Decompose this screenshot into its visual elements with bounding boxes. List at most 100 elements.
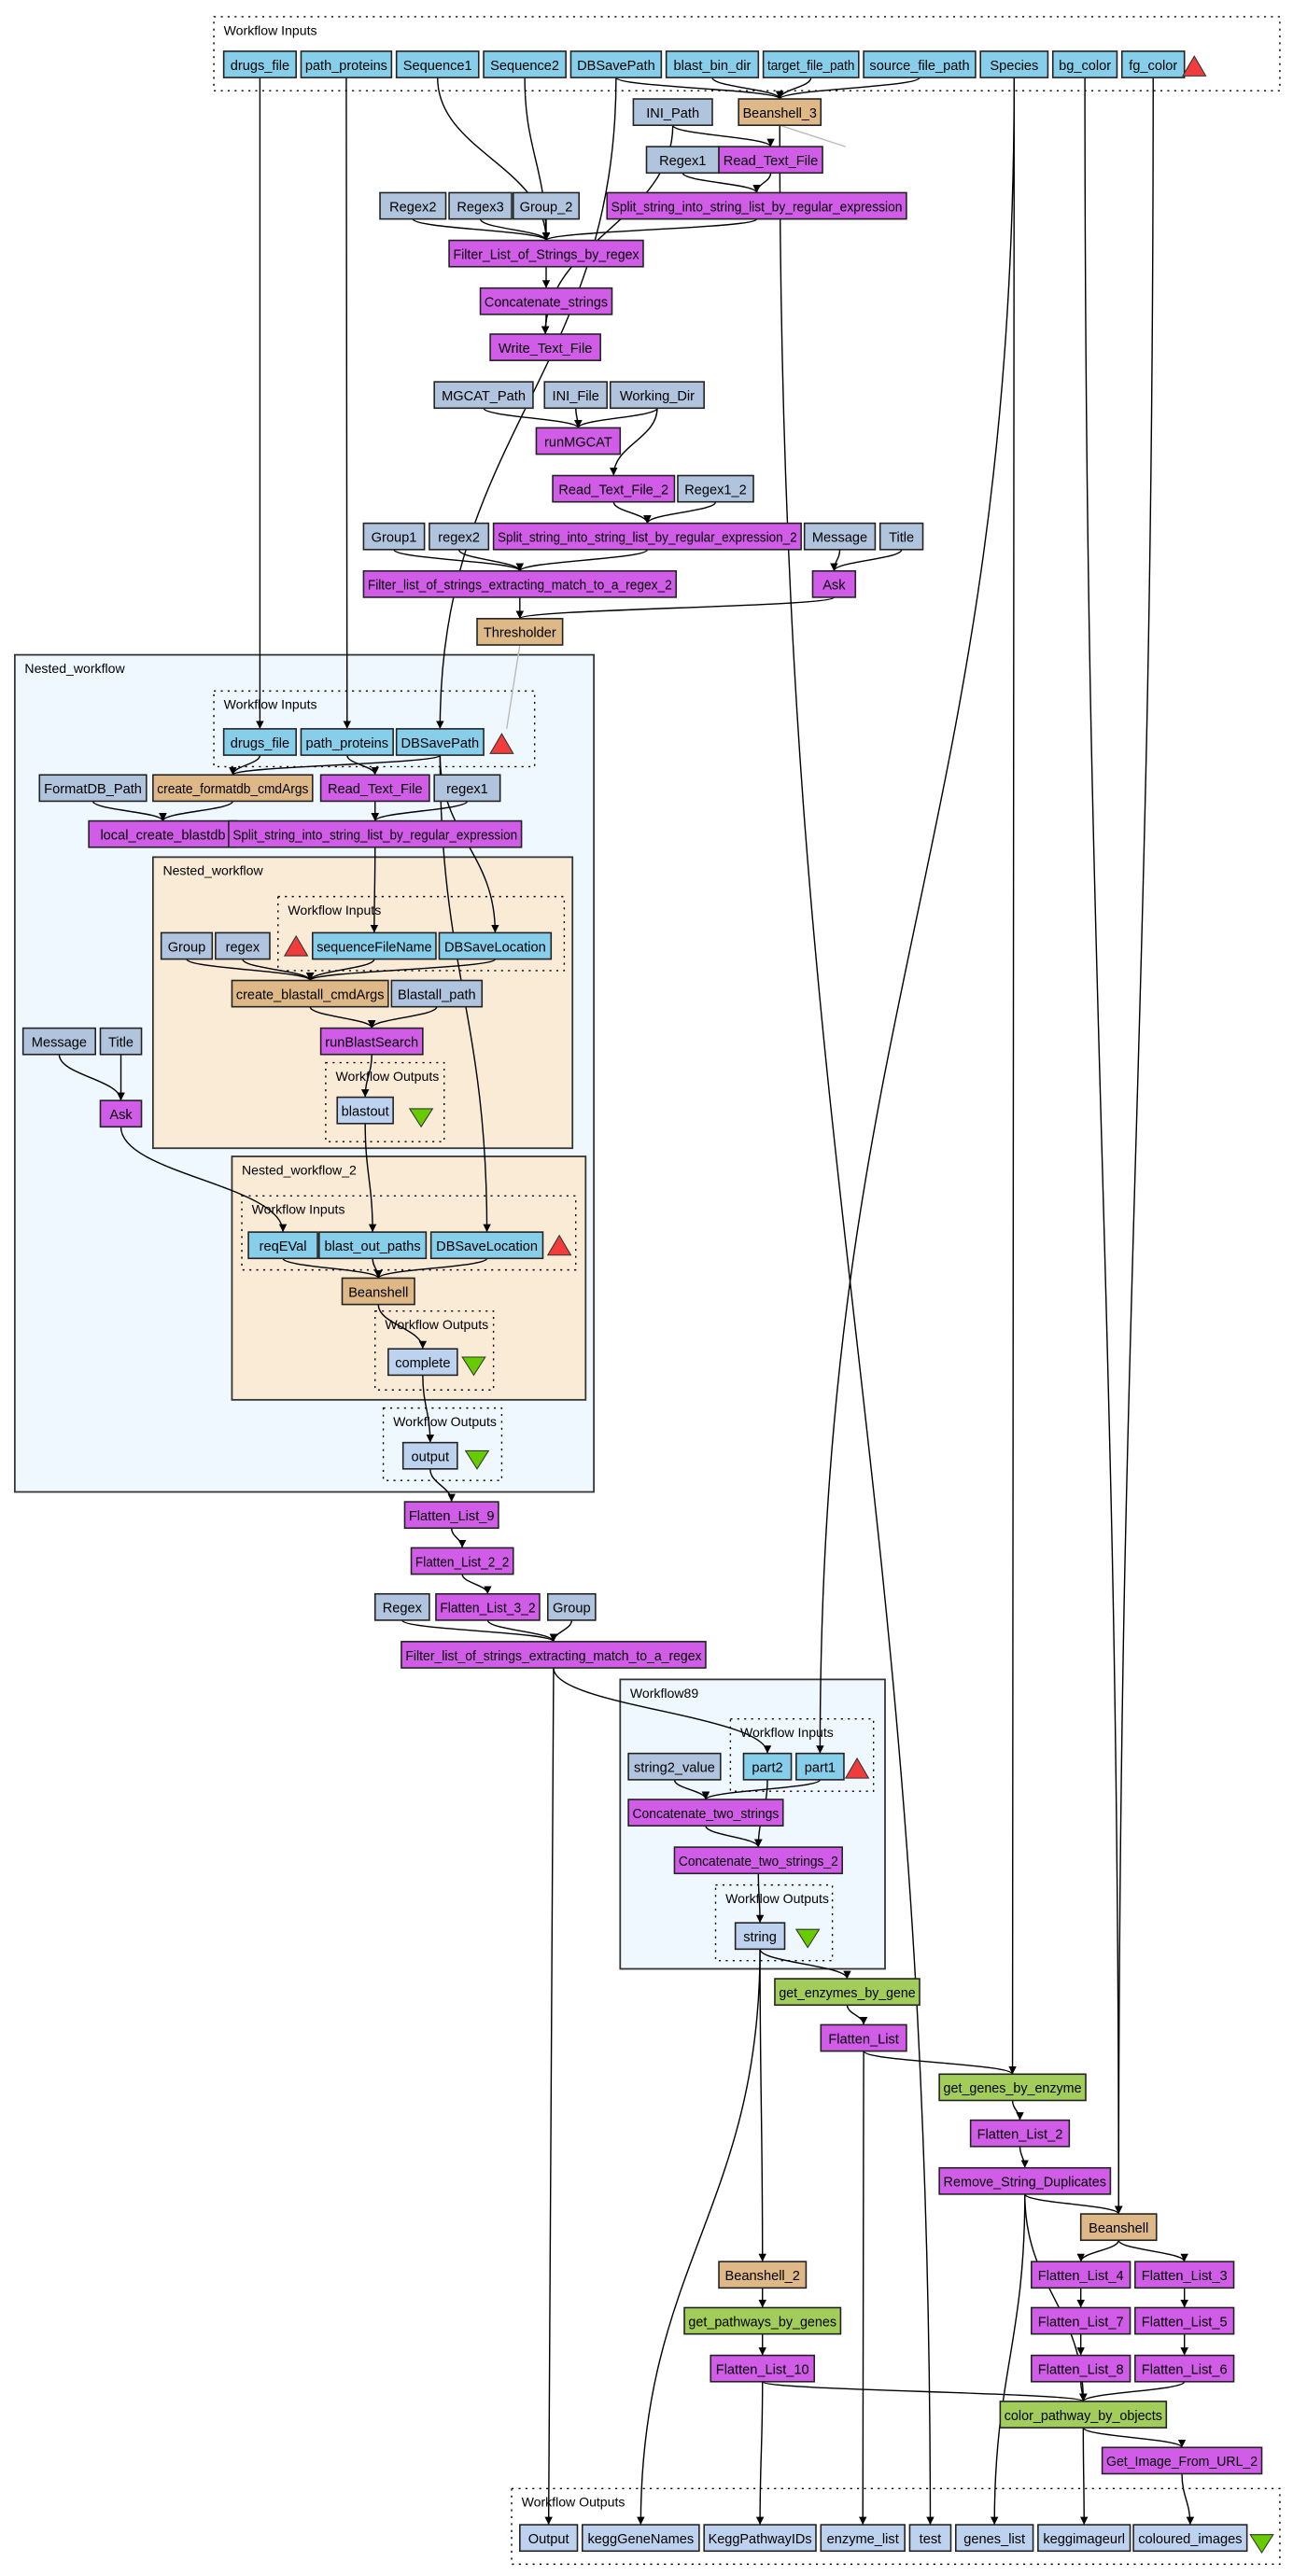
node-sequence2[interactable]: Sequence2 xyxy=(483,50,567,78)
beanshell-box[interactable] xyxy=(231,979,389,1008)
constant-box[interactable] xyxy=(609,381,705,410)
local-box[interactable] xyxy=(627,1799,784,1827)
input-box[interactable] xyxy=(979,50,1049,78)
local-box[interactable] xyxy=(710,2354,816,2383)
node-dbloc1[interactable]: DBSaveLocation xyxy=(438,931,553,960)
output-box[interactable] xyxy=(734,1922,786,1951)
node-o-col[interactable]: coloured_images xyxy=(1132,2524,1248,2553)
local-box[interactable] xyxy=(820,2023,907,2052)
node-regex1[interactable]: Regex1 xyxy=(645,146,720,175)
local-box[interactable] xyxy=(1134,2354,1235,2383)
node-o-kegg[interactable]: keggGeneNames xyxy=(581,2524,700,2553)
node-fl4[interactable]: Flatten_List_4 xyxy=(1031,2261,1131,2289)
constant-box[interactable] xyxy=(546,1592,597,1621)
service-box[interactable] xyxy=(683,2306,842,2335)
local-box[interactable] xyxy=(535,427,622,455)
node-string2-value[interactable]: string2_value xyxy=(627,1752,722,1781)
node-fl2-2[interactable]: Flatten_List_2_2 xyxy=(410,1547,514,1575)
node-bg-color[interactable]: bg_color xyxy=(1051,50,1118,78)
local-box[interactable] xyxy=(319,774,430,803)
node-concattwo[interactable]: Concatenate_two_strings xyxy=(627,1799,784,1827)
node-get-genes[interactable]: get_genes_by_enzyme xyxy=(938,2073,1087,2102)
output-box[interactable] xyxy=(703,2524,817,2553)
node-beanshell[interactable]: Beanshell xyxy=(1079,2213,1158,2242)
node-fl3-2[interactable]: Flatten_List_3_2 xyxy=(435,1592,541,1621)
local-box[interactable] xyxy=(228,819,523,848)
input-box[interactable] xyxy=(438,931,553,960)
input-box[interactable] xyxy=(222,50,297,78)
constant-box[interactable] xyxy=(99,1027,143,1056)
local-box[interactable] xyxy=(401,1641,707,1669)
node-filterstr[interactable]: Filter_List_of_Strings_by_regex xyxy=(448,239,644,268)
node-part1[interactable]: part1 xyxy=(795,1752,845,1781)
node-blastall-path[interactable]: Blastall_path xyxy=(390,979,484,1008)
node-local-blastdb[interactable]: local_create_blastdb xyxy=(88,819,238,848)
node-message[interactable]: Message xyxy=(803,522,877,551)
node-part2[interactable]: part2 xyxy=(742,1752,793,1781)
input-box[interactable] xyxy=(312,931,437,960)
node-n-message[interactable]: Message xyxy=(21,1027,96,1056)
node-o-output[interactable]: Output xyxy=(519,2524,579,2553)
local-box[interactable] xyxy=(606,191,907,220)
node-filter2[interactable]: Filter_list_of_strings_extracting_match_… xyxy=(362,569,678,598)
constant-box[interactable] xyxy=(362,522,426,551)
node-fl8[interactable]: Flatten_List_8 xyxy=(1031,2354,1131,2383)
node-complete[interactable]: complete xyxy=(387,1348,458,1377)
node-read2[interactable]: Read_Text_File_2 xyxy=(552,474,676,503)
beanshell-box[interactable] xyxy=(1079,2213,1158,2242)
node-split1[interactable]: Split_string_into_string_list_by_regular… xyxy=(606,191,907,220)
node-working-dir[interactable]: Working_Dir xyxy=(609,381,705,410)
node-o-img[interactable]: keggimageurl xyxy=(1037,2524,1131,2553)
node-regex3[interactable]: Regex3 xyxy=(448,191,513,220)
local-box[interactable] xyxy=(1134,2306,1235,2335)
node-o-path[interactable]: KeggPathwayIDs xyxy=(703,2524,817,2553)
output-box[interactable] xyxy=(1132,2524,1248,2553)
node-dbloc2[interactable]: DBSaveLocation xyxy=(429,1231,544,1260)
input-box[interactable] xyxy=(247,1231,318,1260)
node-split2[interactable]: Split_string_into_string_list_by_regular… xyxy=(492,522,802,551)
node-group-b[interactable]: Group xyxy=(546,1592,597,1621)
node-n-split[interactable]: Split_string_into_string_list_by_regular… xyxy=(228,819,523,848)
local-box[interactable] xyxy=(489,333,601,361)
node-drugs-file[interactable]: drugs_file xyxy=(222,50,297,78)
node-n-drugs[interactable]: drugs_file xyxy=(222,728,297,756)
beanshell-box[interactable] xyxy=(718,2261,808,2289)
local-box[interactable] xyxy=(1031,2354,1131,2383)
node-title[interactable]: Title xyxy=(878,522,924,551)
service-box[interactable] xyxy=(999,2401,1168,2429)
input-box[interactable] xyxy=(762,50,860,78)
node-formatdb-path[interactable]: FormatDB_Path xyxy=(38,774,148,803)
output-box[interactable] xyxy=(581,2524,700,2553)
node-thresholder[interactable]: Thresholder xyxy=(476,618,564,646)
local-box[interactable] xyxy=(410,1547,514,1575)
node-n-ask[interactable]: Ask xyxy=(99,1099,143,1128)
node-fl6[interactable]: Flatten_List_6 xyxy=(1134,2354,1235,2383)
node-fl9[interactable]: Flatten_List_9 xyxy=(403,1501,499,1530)
node-fl10[interactable]: Flatten_List_10 xyxy=(710,2354,816,2383)
local-box[interactable] xyxy=(938,2166,1112,2195)
input-box[interactable] xyxy=(300,50,393,78)
constant-box[interactable] xyxy=(543,381,609,410)
node-fl5[interactable]: Flatten_List_5 xyxy=(1134,2306,1235,2335)
node-group-2[interactable]: Group_2 xyxy=(512,191,581,220)
node-beanshell-2[interactable]: Beanshell_2 xyxy=(718,2261,808,2289)
node-o-genes[interactable]: genes_list xyxy=(954,2524,1034,2553)
beanshell-box[interactable] xyxy=(476,618,564,646)
node-blastout[interactable]: blastout xyxy=(336,1096,394,1125)
local-box[interactable] xyxy=(1134,2261,1235,2289)
node-get-pathways[interactable]: get_pathways_by_genes xyxy=(683,2306,842,2335)
node-color-pathway[interactable]: color_pathway_by_objects xyxy=(999,2401,1168,2429)
node-blast-bin-dir[interactable]: blast_bin_dir xyxy=(665,50,760,78)
beanshell-box[interactable] xyxy=(738,98,822,126)
node-source-file-path[interactable]: source_file_path xyxy=(863,50,977,78)
node-group[interactable]: Group xyxy=(160,931,214,960)
node-fl[interactable]: Flatten_List xyxy=(820,2023,907,2052)
local-box[interactable] xyxy=(362,569,678,598)
beanshell-box[interactable] xyxy=(341,1277,415,1306)
local-box[interactable] xyxy=(99,1099,143,1128)
input-box[interactable] xyxy=(300,728,394,756)
node-get-enzymes[interactable]: get_enzymes_by_gene xyxy=(774,1978,921,2007)
constant-box[interactable] xyxy=(433,774,501,803)
node-fl3[interactable]: Flatten_List_3 xyxy=(1134,2261,1235,2289)
input-box[interactable] xyxy=(742,1752,793,1781)
